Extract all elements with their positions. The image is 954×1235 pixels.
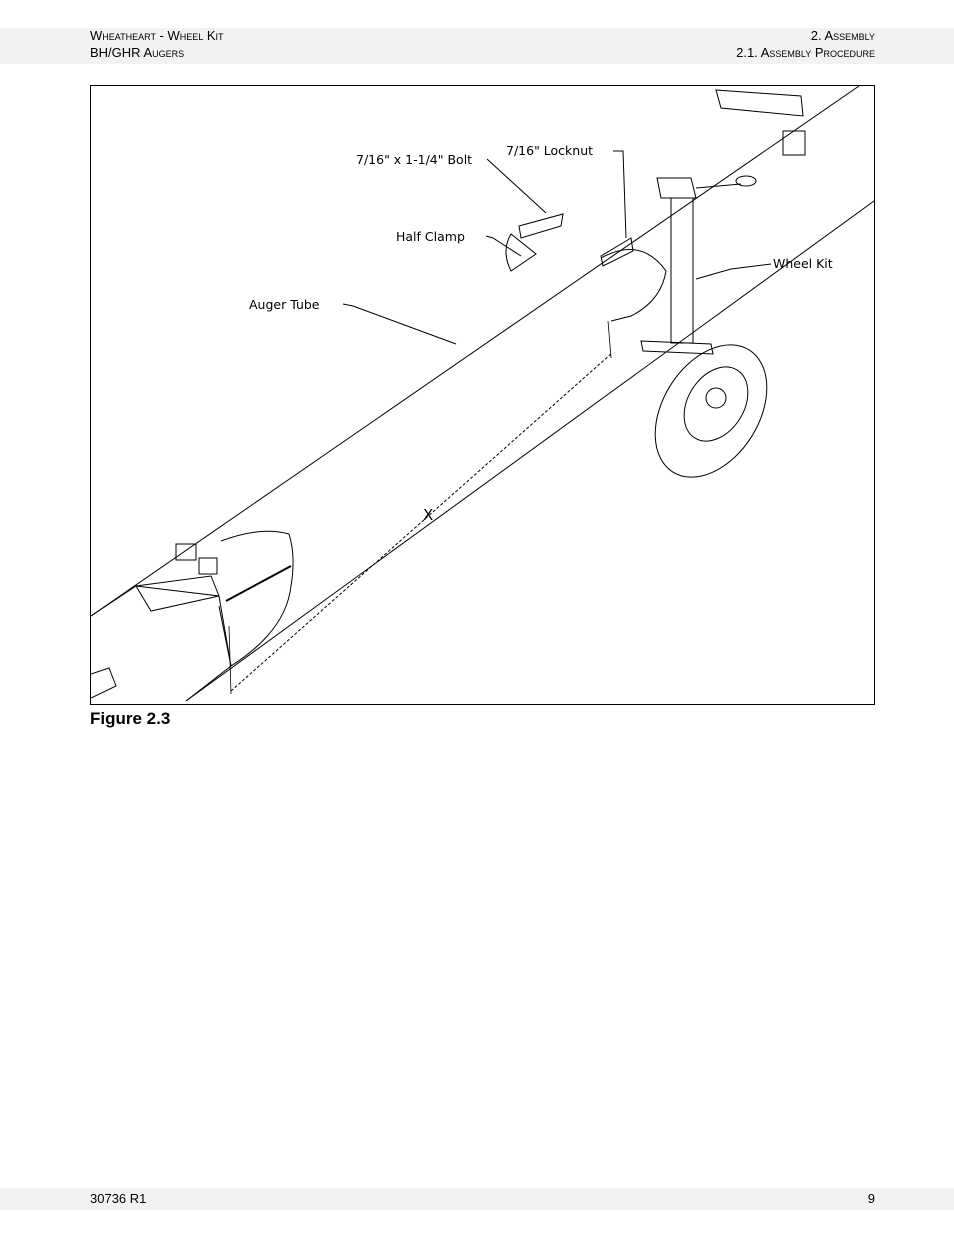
wheel-kit-leader-line bbox=[695, 263, 772, 280]
tube-lower-edge bbox=[185, 200, 874, 702]
header-product-title: Wheatheart - Wheel Kit bbox=[90, 28, 224, 43]
bolt-leader-line bbox=[486, 158, 547, 214]
tube-upper-edge bbox=[91, 86, 860, 617]
top-right-flange bbox=[715, 89, 804, 117]
half-clamp-bracket bbox=[518, 213, 564, 239]
dimension-line-x bbox=[230, 353, 612, 692]
left-bracket-1 bbox=[175, 543, 197, 561]
figure-caption: Figure 2.3 bbox=[90, 709, 171, 728]
left-flange bbox=[135, 575, 220, 612]
top-right-tab bbox=[782, 130, 806, 156]
left-bracket-2 bbox=[198, 557, 218, 575]
figure-frame: 7/16" x 1-1/4" Bolt 7/16" Locknut Half C… bbox=[90, 85, 875, 705]
axle-plate bbox=[640, 340, 714, 355]
callout-wheel-kit: Wheel Kit bbox=[773, 256, 833, 271]
auger-tube-leader-line bbox=[342, 303, 457, 345]
crank-knob bbox=[735, 175, 757, 187]
half-clamp-leader-line bbox=[485, 235, 522, 257]
footer-doc-number: 30736 R1 bbox=[90, 1191, 147, 1206]
wheel-rim bbox=[683, 366, 749, 442]
half-clamp-center bbox=[505, 233, 537, 272]
callout-auger-tube: Auger Tube bbox=[249, 297, 320, 312]
callout-locknut: 7/16" Locknut bbox=[506, 143, 593, 158]
crank-handle bbox=[695, 183, 742, 189]
post-cap bbox=[656, 177, 697, 199]
callout-half-clamp: Half Clamp bbox=[396, 229, 465, 244]
callout-dimension-x: X bbox=[423, 506, 433, 524]
header-section-title: 2. Assembly bbox=[810, 28, 875, 43]
wheel-kit-post bbox=[670, 197, 694, 344]
locknut-leader-line bbox=[613, 150, 627, 239]
footer-page-number: 9 bbox=[867, 1191, 875, 1206]
header-band bbox=[0, 28, 954, 64]
header-subsection-title: 2.1. Assembly Procedure bbox=[736, 45, 875, 60]
locknut-bracket bbox=[600, 237, 634, 267]
left-clamp-bolt-strip bbox=[225, 565, 292, 602]
assembly-drawing: 7/16" x 1-1/4" Bolt 7/16" Locknut Half C… bbox=[91, 86, 874, 702]
header-product-subtitle: BH/GHR Augers bbox=[90, 45, 185, 60]
wheel-tire bbox=[654, 344, 768, 478]
end-clamp-ring bbox=[220, 530, 294, 667]
wheel-hub bbox=[705, 387, 727, 409]
wheel-clamp bbox=[600, 249, 667, 322]
footer-band bbox=[0, 1188, 954, 1210]
callout-bolt: 7/16" x 1-1/4" Bolt bbox=[356, 152, 472, 167]
